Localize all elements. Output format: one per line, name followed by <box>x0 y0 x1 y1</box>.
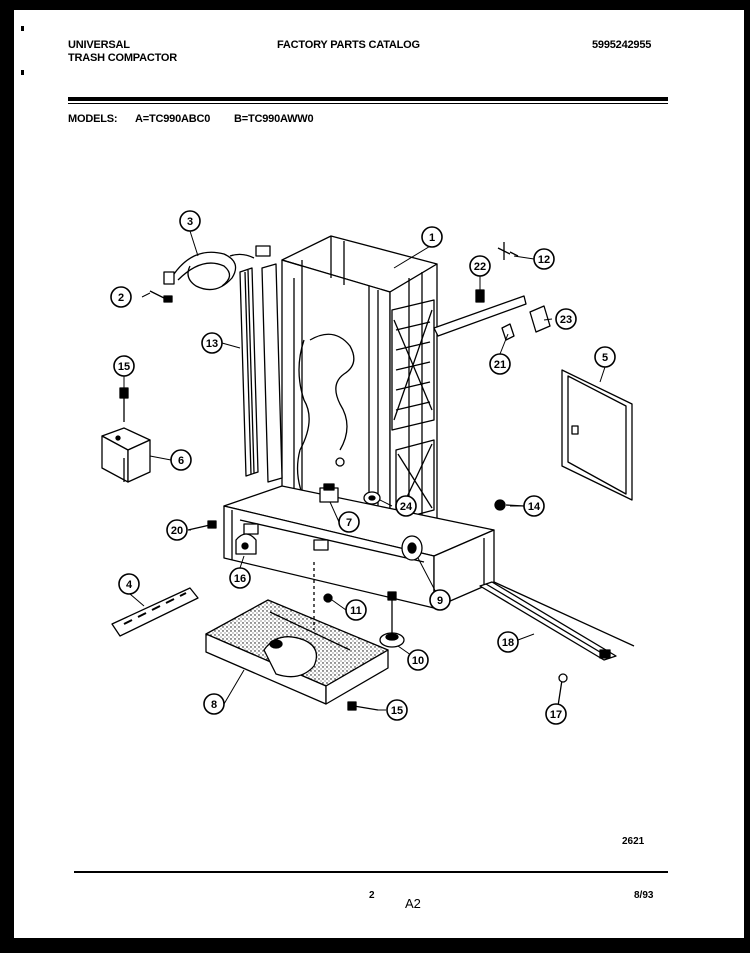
side-panel <box>561 369 633 501</box>
callout-20: 20 <box>166 519 188 541</box>
slide-rail <box>479 581 635 661</box>
section-code: A2 <box>405 896 421 911</box>
kick-plate <box>111 587 199 637</box>
catalog-page: UNIVERSAL TRASH COMPACTOR FACTORY PARTS … <box>14 10 744 938</box>
callout-17: 17 <box>545 703 567 725</box>
page-number: 2 <box>369 890 375 901</box>
svg-text:22: 22 <box>474 261 486 273</box>
svg-text:9: 9 <box>437 595 443 607</box>
motor-7 <box>319 483 339 503</box>
callout-18: 18 <box>497 631 519 653</box>
svg-text:15: 15 <box>118 361 130 373</box>
callout-5: 5 <box>594 346 616 368</box>
callout-4: 4 <box>118 573 140 595</box>
screw-20 <box>187 520 217 531</box>
callout-15-lower: 15 <box>386 699 408 721</box>
callout-2: 2 <box>110 286 132 308</box>
margin-mark <box>21 26 24 31</box>
svg-text:7: 7 <box>346 517 352 529</box>
svg-text:14: 14 <box>528 501 541 513</box>
callout-10: 10 <box>407 649 429 671</box>
wheel-9 <box>401 535 423 561</box>
svg-text:13: 13 <box>206 338 218 350</box>
svg-text:15: 15 <box>391 705 403 717</box>
margin-mark <box>21 70 24 75</box>
leader-lines <box>123 230 606 715</box>
svg-text:11: 11 <box>350 605 362 617</box>
callout-7: 7 <box>338 511 360 533</box>
base-platform <box>223 485 495 609</box>
svg-text:5: 5 <box>602 352 608 364</box>
svg-text:12: 12 <box>538 254 550 266</box>
callout-8: 8 <box>203 693 225 715</box>
svg-text:10: 10 <box>412 655 424 667</box>
footer-rule <box>74 871 668 873</box>
model-b: B=TC990AWW0 <box>234 113 314 125</box>
catalog-title: FACTORY PARTS CATALOG <box>277 39 420 51</box>
drawer-tray <box>205 562 389 705</box>
screw-14 <box>494 499 525 511</box>
screw-15-lower <box>347 701 379 711</box>
leveler-10 <box>379 591 405 648</box>
svg-text:6: 6 <box>178 455 184 467</box>
callout-1: 1 <box>421 226 443 248</box>
callout-13: 13 <box>201 332 223 354</box>
svg-text:17: 17 <box>550 709 562 721</box>
header-rule-thin <box>68 103 668 104</box>
bracket-16 <box>235 533 257 555</box>
screw-2 <box>149 290 173 303</box>
callouts: 1 2 3 4 5 6 7 8 9 10 11 12 13 14 15 16 1… <box>110 210 616 725</box>
svg-text:18: 18 <box>502 637 514 649</box>
callout-6: 6 <box>170 449 192 471</box>
side-rail <box>239 263 283 483</box>
cabinet-frame <box>281 235 438 559</box>
header-rule-thick <box>68 97 668 101</box>
bracket-6 <box>101 427 151 483</box>
callout-14: 14 <box>523 495 545 517</box>
svg-text:2: 2 <box>118 292 124 304</box>
screw-15-upper <box>119 387 129 422</box>
svg-text:16: 16 <box>234 573 246 585</box>
callout-22: 22 <box>469 255 491 277</box>
revision-date: 8/93 <box>634 890 654 901</box>
switch-assembly <box>433 242 551 341</box>
figure-number: 2621 <box>622 836 645 847</box>
callout-23: 23 <box>555 308 577 330</box>
svg-text:20: 20 <box>171 525 183 537</box>
callout-9: 9 <box>429 589 451 611</box>
callout-12: 12 <box>533 248 555 270</box>
callout-3: 3 <box>179 210 201 232</box>
brand-line-2: TRASH COMPACTOR <box>68 52 178 64</box>
power-cord <box>163 245 271 291</box>
model-a: A=TC990ABC0 <box>135 113 211 125</box>
models-label: MODELS: <box>68 113 118 125</box>
svg-text:21: 21 <box>494 359 506 371</box>
nut-11 <box>323 593 333 603</box>
callout-11: 11 <box>345 599 367 621</box>
svg-text:23: 23 <box>560 314 572 326</box>
callout-24: 24 <box>395 495 417 517</box>
callout-15-upper: 15 <box>113 355 135 377</box>
callout-21: 21 <box>489 353 511 375</box>
screw-17 <box>557 673 568 707</box>
svg-text:1: 1 <box>429 232 435 244</box>
svg-text:24: 24 <box>400 501 413 513</box>
callout-16: 16 <box>229 567 251 589</box>
exploded-parts-diagram: 1 2 3 4 5 6 7 8 9 10 11 12 13 14 15 16 1… <box>101 210 635 725</box>
brand-line-1: UNIVERSAL <box>68 39 130 51</box>
catalog-number: 5995242955 <box>592 39 652 51</box>
pulley-24 <box>363 491 381 505</box>
svg-text:3: 3 <box>187 216 193 228</box>
svg-text:4: 4 <box>126 579 133 591</box>
svg-text:8: 8 <box>211 699 217 711</box>
